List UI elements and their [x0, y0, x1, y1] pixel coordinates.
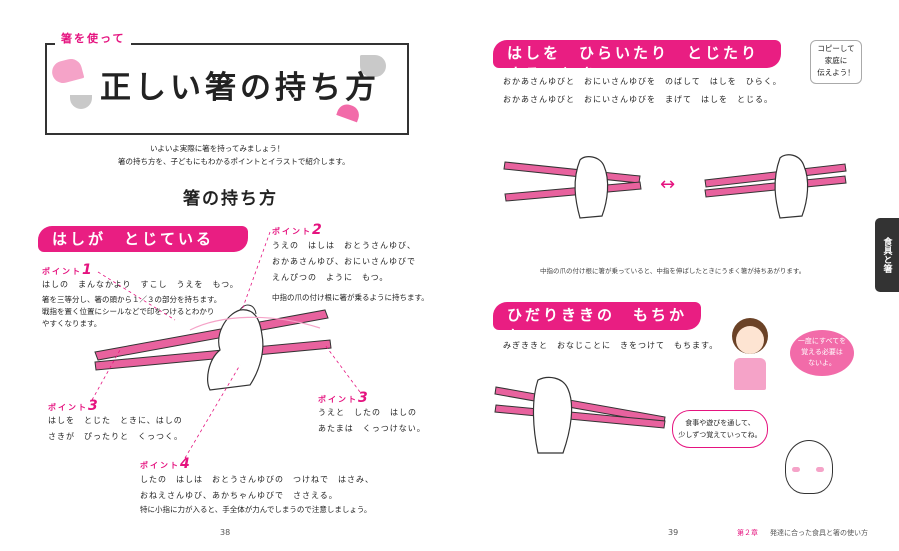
point-2-text-1: うえの はしは おとうさんゆび、 — [272, 241, 416, 250]
bubble-1-line-2: 覚える必要は — [801, 348, 843, 356]
footer-title: 発達に合った食具と箸の使い方 — [770, 529, 868, 537]
point-3a-label: ポイント3 — [48, 398, 100, 414]
point-4-text-1: したの はしは おとうさんゆびの つけねで はさみ、 — [140, 475, 374, 484]
bubble-2-line-2: 少しずつ覚えていってね。 — [678, 431, 762, 439]
point-2-label: ポイント2 — [272, 222, 324, 238]
bubble-2: 食事や遊びを通して、 少しずつ覚えていってね。 — [672, 410, 768, 448]
point-1-note-2: 戦指を置く位置にシールなどで印をつけるとわかり — [42, 307, 215, 316]
point-4-note: 特に小指に力が入ると、手全体が力んでしまうので注意しましょう。 — [140, 505, 372, 514]
closed-chopsticks-illustration — [94, 304, 332, 391]
bubble-2-line-1: 食事や遊びを通して、 — [685, 419, 755, 427]
page-number-left: 38 — [220, 528, 231, 537]
bubble-1-line-3: ないよ。 — [808, 359, 836, 367]
point-1-text: はしの まんなかより すこし うえを もつ。 — [42, 280, 239, 289]
point-3a-text-2: さきが ぴったりと くっつく。 — [48, 432, 183, 441]
point-4-text-2: おねえさんゆび、あかちゃんゆびで ささえる。 — [140, 491, 338, 500]
open-chopsticks-illustration — [503, 156, 642, 219]
page-number-right: 39 — [668, 528, 679, 537]
title-deco-gray-shape — [360, 55, 386, 77]
mascot-cheek-2 — [816, 467, 824, 472]
point-1-label: ポイント1 — [42, 262, 94, 278]
section-title: 箸の持ち方 — [183, 189, 278, 209]
closed-chopsticks-illustration-2 — [704, 154, 847, 219]
girl-illustration — [728, 318, 772, 390]
bubble-1: 一度にすべてを 覚える必要は ないよ。 — [790, 330, 854, 376]
intro-line-1: いよいよ実際に箸を持ってみましょう！ — [150, 144, 285, 153]
title-subtitle: 箸を使って — [55, 30, 132, 46]
rice-ball-mascot — [785, 440, 833, 494]
open-close-banner: はしを ひらいたり とじたり する とき — [493, 40, 781, 83]
point-2-note: 中指の爪の付け根に箸が乗るように持ちます。 — [272, 293, 429, 302]
point-3b-text-1: うえと したの はしの — [318, 408, 417, 417]
copy-note-line-1: コピーして — [817, 44, 855, 53]
left-handed-chopsticks-illustration — [494, 376, 666, 454]
closed-chopsticks-banner: はしが とじている とき — [38, 226, 248, 269]
copy-note-line-3: 伝えよう！ — [817, 68, 855, 77]
side-tab: 食具と箸 — [875, 218, 899, 292]
point-4-label: ポイント4 — [140, 456, 192, 472]
point-3b-text-2: あたまは くっつけない。 — [318, 424, 426, 433]
chopsticks-caption: 中指の爪の付け根に箸が乗っていると、中指を伸ばしたときにうまく箸が持ちあがります… — [540, 267, 806, 275]
intro-line-2: 箸の持ち方を、子どもにもわかるポイントとイラストで紹介します。 — [118, 157, 350, 166]
mascot-cheek — [792, 467, 800, 472]
left-handed-instruction: みぎききと おなじことに きをつけて もちます。 — [503, 341, 719, 350]
point-3a-text-1: はしを とじた ときに、はしの — [48, 416, 183, 425]
page-title: 正しい箸の持ち方 — [100, 70, 380, 106]
girl-face — [736, 326, 764, 354]
girl-apron — [734, 358, 766, 390]
open-instruction: おかあさんゆびと おにいさんゆびを のばして はしを ひらく。 — [503, 77, 782, 86]
bubble-1-line-1: 一度にすべてを — [797, 337, 847, 345]
title-box — [45, 43, 409, 135]
title-deco-gray-shape-2 — [70, 95, 92, 109]
point-2-text-2: おかあさんゆび、おにいさんゆびで — [272, 257, 416, 266]
point-2-text-3: えんぴつの ように もつ。 — [272, 273, 389, 282]
side-tab-label: 食具と箸 — [881, 237, 892, 273]
point-1-note-3: やすくなります。 — [42, 319, 102, 328]
close-instruction: おかあさんゆびと おにいさんゆびを まげて はしを とじる。 — [503, 95, 773, 104]
left-handed-banner: ひだりききの もちかた — [493, 302, 701, 345]
copy-note-line-2: 家庭に — [824, 56, 848, 65]
point-3b-label: ポイント3 — [318, 390, 370, 406]
footer-chapter: 第２章 — [737, 529, 758, 537]
open-close-arrow: ↔ — [660, 174, 676, 195]
copy-note-box: コピーして 家庭に 伝えよう！ — [810, 40, 862, 84]
point-1-note-1: 箸を三等分し、箸の頭から１／３の部分を持ちます。 — [42, 295, 222, 304]
